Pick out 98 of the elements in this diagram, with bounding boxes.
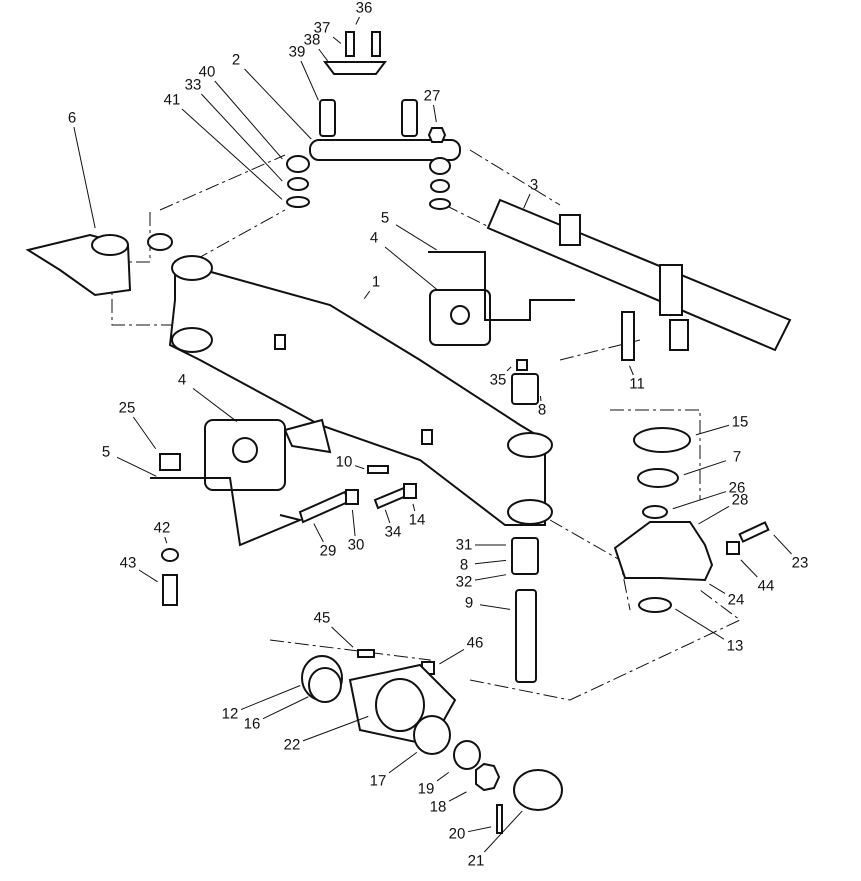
leader-line [674, 608, 724, 640]
leader-line [474, 544, 506, 546]
callout-number: 31 [456, 538, 472, 552]
callout-number: 23 [792, 556, 808, 570]
callout-number: 19 [418, 782, 434, 796]
callout-number: 34 [384, 524, 402, 540]
callout-number: 24 [728, 592, 744, 608]
leader-line [352, 509, 356, 536]
leader-line [396, 224, 438, 250]
callout-number: 18 [430, 800, 446, 814]
leader-line [192, 388, 238, 422]
callout-number: 32 [456, 574, 472, 590]
leader-line [384, 509, 390, 524]
callout-number: 35 [490, 372, 506, 388]
leader-line [698, 506, 730, 524]
leader-line [214, 80, 283, 160]
callout-number: 4 [370, 230, 378, 246]
callout-number: 15 [732, 414, 748, 430]
leader-line [672, 491, 726, 510]
leader-line [683, 460, 726, 476]
callout-number: 40 [198, 64, 216, 80]
leader-line [355, 16, 360, 25]
callout-number: 42 [154, 520, 170, 536]
leader-line [448, 791, 467, 802]
callout-number: 12 [222, 706, 238, 722]
callout-number: 13 [726, 638, 744, 654]
callout-number: 7 [732, 450, 742, 464]
callout-number: 46 [466, 636, 484, 650]
callout-number: 16 [244, 716, 260, 732]
leader-line [388, 752, 418, 774]
leader-line [300, 60, 319, 101]
callout-number: 2 [232, 52, 240, 68]
callout-number: 37 [314, 20, 330, 36]
callout-number: 30 [348, 538, 364, 552]
leader-line [332, 36, 342, 44]
leader-line [73, 126, 96, 229]
leader-line [438, 648, 464, 664]
leader-line [433, 104, 437, 123]
leader-line [436, 772, 450, 782]
leader-line [244, 68, 312, 140]
callout-number: 10 [336, 454, 352, 470]
leader-line [773, 534, 792, 554]
callout-number: 29 [320, 544, 336, 558]
callout-number: 21 [468, 854, 484, 868]
leader-line [331, 626, 354, 648]
leader-line [200, 94, 283, 182]
leader-line [138, 570, 158, 582]
callout-number: 8 [538, 402, 546, 418]
callout-number: 41 [164, 92, 180, 108]
callout-number: 26 [728, 480, 746, 496]
callout-number: 36 [356, 0, 372, 16]
callout-number: 6 [68, 110, 76, 126]
callout-number: 5 [380, 210, 390, 226]
leader-line [708, 584, 726, 594]
leader-line [116, 456, 157, 477]
leader-line [412, 503, 416, 512]
callout-number: 17 [370, 774, 386, 788]
leader-line [181, 108, 283, 200]
leader-line [262, 696, 309, 720]
callout-number: 3 [530, 178, 538, 192]
callout-number: 11 [629, 376, 645, 392]
leader-line [474, 560, 507, 564]
callout-number: 8 [460, 558, 468, 572]
leader-line [318, 48, 328, 62]
leader-line [523, 194, 530, 209]
callout-number: 27 [424, 88, 440, 104]
callout-number: 4 [178, 372, 186, 388]
callout-number: 28 [732, 492, 748, 508]
callout-number: 25 [118, 400, 136, 416]
callout-number: 43 [120, 556, 136, 570]
leader-line [240, 685, 301, 710]
leader-line [364, 290, 370, 300]
callout-number: 20 [448, 826, 466, 842]
leader-line [474, 574, 507, 581]
leader-line [354, 465, 365, 470]
callout-number: 39 [288, 44, 306, 60]
leader-line [484, 810, 523, 852]
leader-line [132, 416, 156, 450]
leader-line [313, 523, 324, 542]
callout-number: 45 [314, 610, 330, 626]
leader-line [540, 395, 542, 402]
leader-line [506, 366, 512, 372]
leader-line [164, 536, 168, 544]
callout-number: 44 [758, 578, 774, 594]
callout-number: 1 [372, 274, 380, 290]
leader-line [695, 424, 730, 436]
leader-line [629, 365, 634, 376]
leader-line [740, 559, 758, 578]
callout-number: 9 [464, 596, 474, 610]
leader-line [480, 604, 511, 610]
leader-line [468, 826, 492, 832]
leader-line [302, 716, 369, 742]
callout-number: 5 [102, 444, 110, 460]
callout-number: 14 [408, 512, 426, 528]
callout-number: 38 [304, 32, 320, 48]
callout-number: 33 [184, 78, 202, 92]
leader-line [384, 246, 438, 290]
callout-number: 22 [284, 738, 300, 752]
